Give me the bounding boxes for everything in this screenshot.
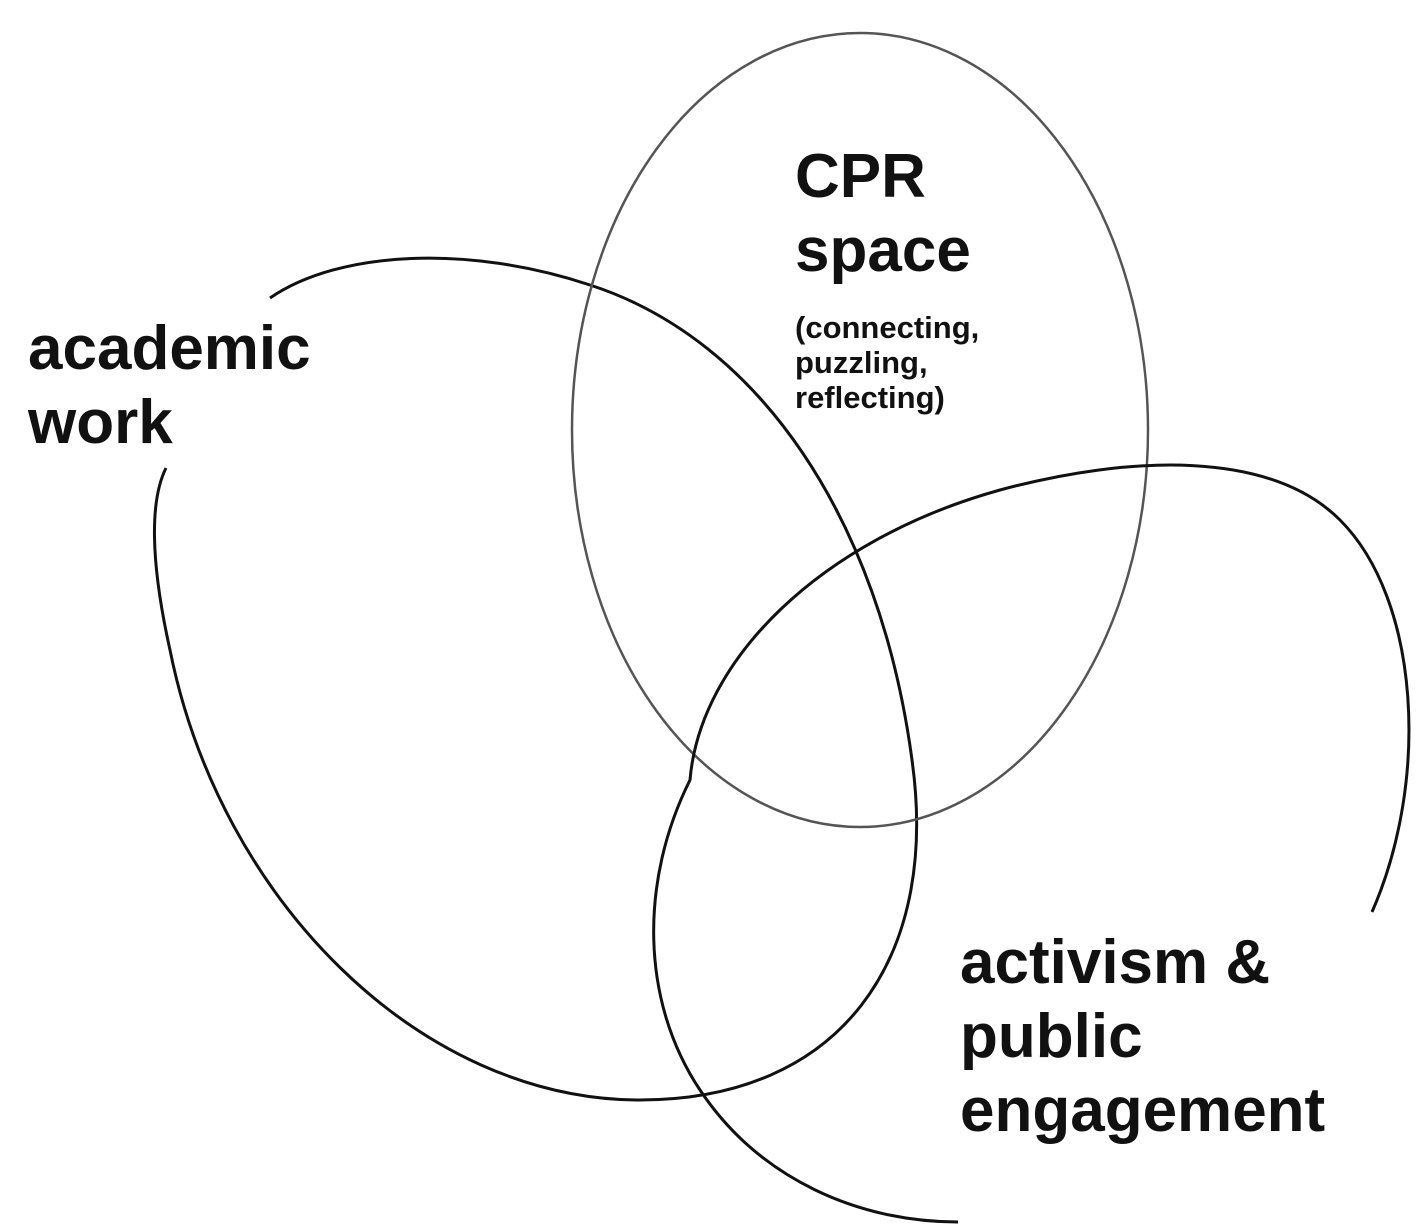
academic-work-label-line: work bbox=[28, 388, 173, 457]
activism-ellipse bbox=[652, 463, 1411, 1224]
cpr-space-sublabel-line: reflecting) bbox=[795, 380, 945, 415]
cpr-space-label: CPR space bbox=[795, 140, 971, 288]
activism-label: activism & public engagement bbox=[960, 926, 1325, 1148]
academic-work-label-line: academic bbox=[28, 314, 311, 383]
cpr-space-label-line: CPR bbox=[795, 142, 926, 211]
cpr-space-ellipse bbox=[570, 31, 1150, 829]
activism-label-line: activism & bbox=[960, 928, 1271, 997]
cpr-space-sublabel-line: (connecting, bbox=[795, 310, 980, 345]
cpr-space-label-line: space bbox=[795, 216, 971, 285]
activism-label-line: engagement bbox=[960, 1076, 1326, 1145]
cpr-space-sublabel-line: puzzling, bbox=[795, 345, 928, 380]
activism-label-line: public bbox=[960, 1002, 1143, 1071]
academic-work-ellipse bbox=[153, 256, 919, 1102]
cpr-space-sublabel: (connecting, puzzling, reflecting) bbox=[795, 310, 979, 415]
academic-work-label: academic work bbox=[28, 312, 311, 460]
